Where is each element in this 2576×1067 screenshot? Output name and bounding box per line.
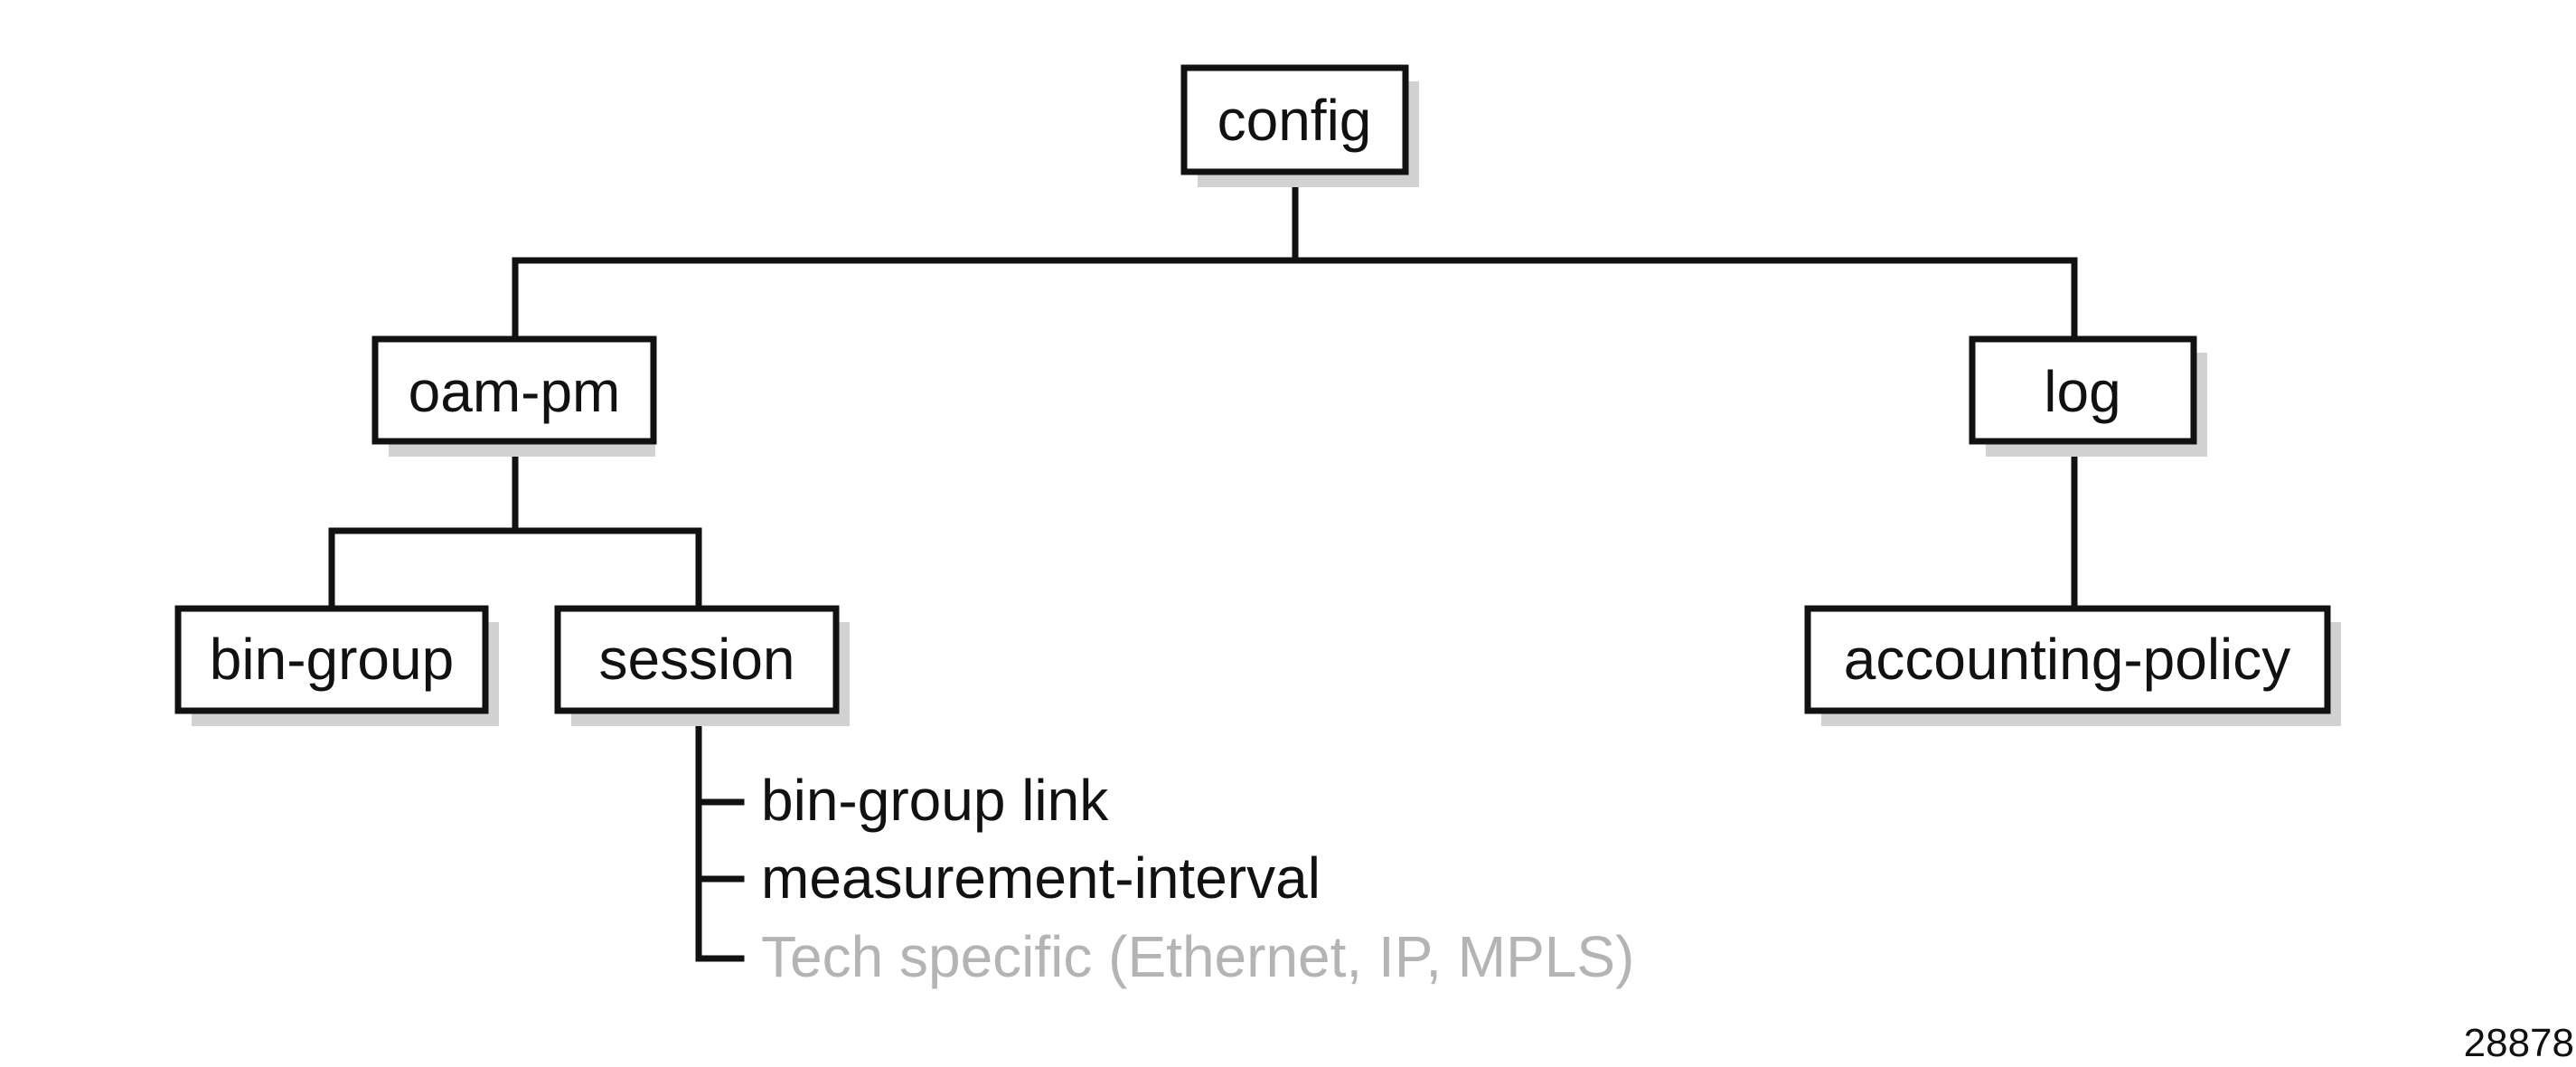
node-box	[1180, 64, 1409, 175]
node-oam-pm: oam-pm	[371, 335, 657, 457]
node-box	[174, 605, 489, 714]
node-session: session	[554, 605, 850, 726]
node-box	[371, 335, 657, 445]
node-box	[1969, 335, 2197, 445]
figure-id: 28878	[2464, 1021, 2574, 1065]
session-child-measurement-interval: measurement-interval	[761, 845, 1321, 911]
node-log: log	[1969, 335, 2207, 457]
node-label-session: session	[599, 627, 795, 692]
connectors	[328, 168, 2078, 962]
node-bin-group: bin-group	[174, 605, 499, 726]
node-label-config: config	[1217, 88, 1372, 153]
session-children: bin-group link measurement-interval Tech…	[761, 768, 1634, 989]
node-config: config	[1180, 64, 1419, 187]
session-child-tech-specific: Tech specific (Ethernet, IP, MPLS)	[761, 924, 1634, 989]
node-box	[554, 605, 840, 714]
node-label-log: log	[2044, 359, 2120, 424]
node-label-oam-pm: oam-pm	[409, 359, 621, 424]
node-box	[1804, 605, 2331, 714]
session-child-bin-group-link: bin-group link	[761, 768, 1109, 833]
node-label-accounting-policy: accounting-policy	[1844, 627, 2291, 692]
node-label-bin-group: bin-group	[210, 627, 454, 692]
node-accounting-policy: accounting-policy	[1804, 605, 2341, 726]
